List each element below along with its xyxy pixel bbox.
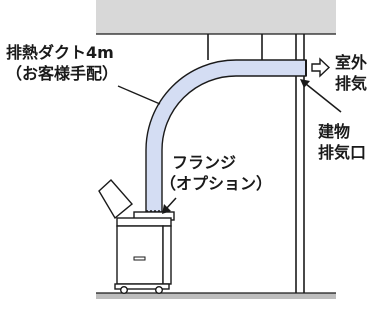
outdoor-exhaust-arrow-icon [311,57,331,78]
cooler-slot [133,256,146,261]
duct-label-line-2: （お客様手配） [6,64,119,83]
flange-label-line-2: （オプション） [160,174,273,193]
duct-label: 排熱ダクト4m （お客様手配） [6,42,118,84]
caster-left [119,286,128,295]
flange-leader-arrowhead [162,204,171,214]
building-exhaust-label: 建物 排気口 [318,121,366,163]
building-exhaust-line-1: 建物 [318,122,351,141]
outdoor-exhaust-label: 室外 排気 [335,52,367,94]
cooler-nozzle [98,178,134,220]
duct-leader-line [117,85,161,105]
building-leader-line [305,83,342,113]
spot-cooler [98,178,175,295]
outdoor-exhaust-line-1: 室外 [335,53,368,72]
cooler-body [116,225,164,285]
flange-label: フランジ （オプション） [160,152,272,194]
duct-label-line-1: 排熱ダクト4m [6,43,114,62]
building-exhaust-line-2: 排気口 [318,143,367,162]
flange-leader-line [165,197,177,210]
outdoor-exhaust-line-2: 排気 [335,74,368,93]
cooler-base [114,283,170,290]
cooler-side-panel [162,225,172,285]
cooler-top [116,217,172,227]
caster-right [154,286,163,295]
floor [96,293,336,299]
ceiling-slab [96,0,336,34]
building-leader-arrowhead [300,79,310,88]
flange-label-line-1: フランジ [172,153,237,172]
